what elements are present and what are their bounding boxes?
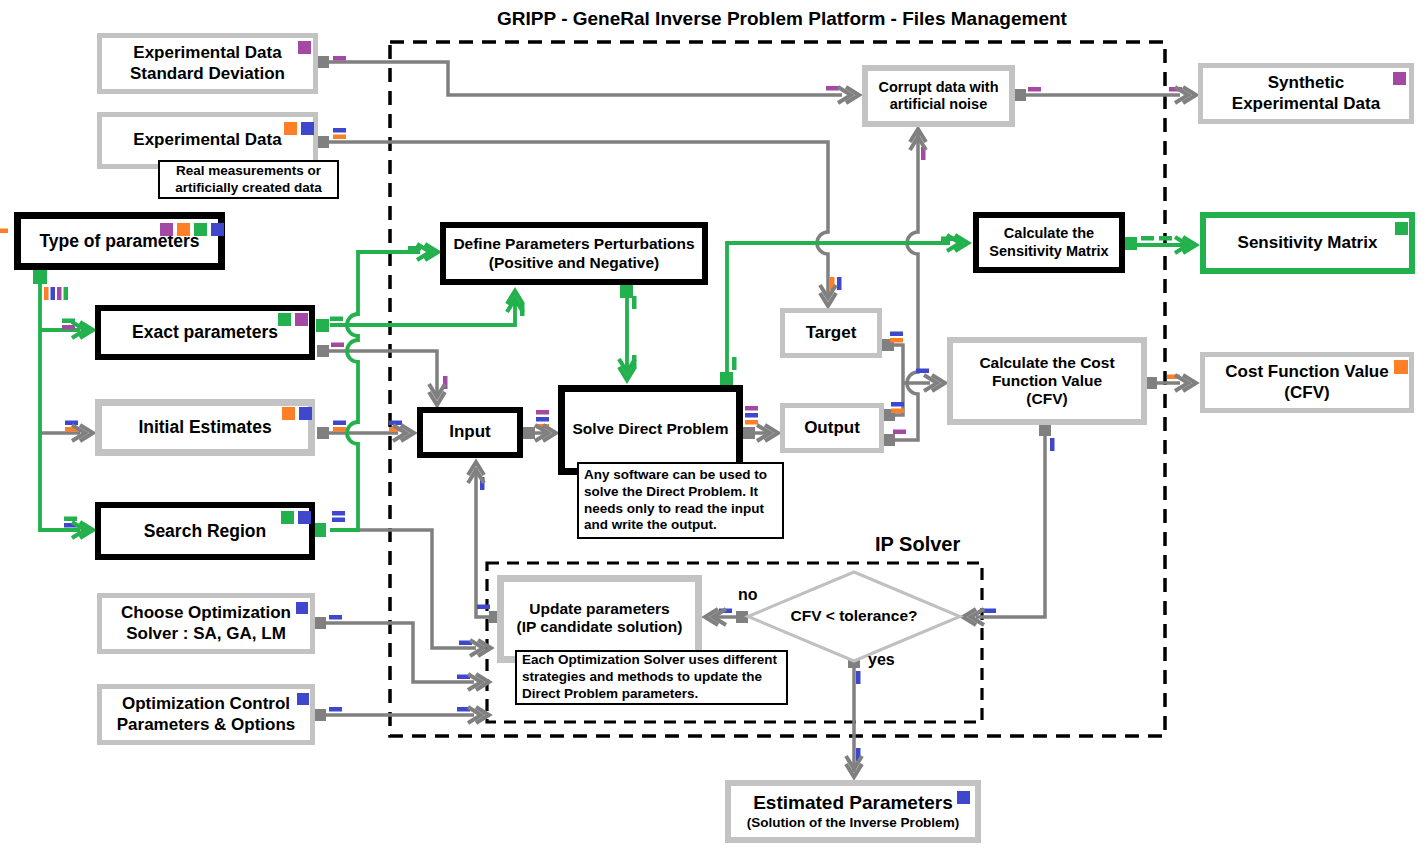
file-tick-green [632, 296, 637, 309]
node-label: Experimental Data Standard Deviation [130, 43, 285, 83]
file-dash-orange [745, 420, 758, 425]
file-dash-blue [536, 417, 549, 422]
file-square-blue [211, 223, 224, 236]
node-experimental-data-std: Experimental Data Standard Deviation [97, 33, 318, 94]
node-label: Synthetic Experimental Data [1232, 73, 1380, 113]
wire-update-input [476, 468, 497, 617]
file-square-orange [282, 407, 295, 420]
decision-yes-label: yes [868, 651, 895, 669]
file-tick-orange [44, 287, 49, 300]
node-sublabel: (Solution of the Inverse Problem) [747, 815, 959, 831]
file-square-green [194, 223, 207, 236]
wire-chooseopt-ipsolver [326, 623, 474, 682]
node-input: Input [417, 407, 523, 458]
node-label: Choose Optimization Solver : SA, GA, LM [121, 603, 291, 643]
file-dash-purple [893, 430, 906, 435]
wire-expstd-corrupt [329, 62, 842, 95]
file-dash-blue [916, 369, 929, 374]
file-square-green [281, 511, 294, 524]
decision-no-label: no [738, 586, 758, 604]
node-define-perturbations: Define Parameters Perturbations (Positiv… [440, 222, 708, 285]
file-square-blue [957, 791, 970, 804]
node-label: Calculate the Sensitivity Matrix [989, 225, 1108, 259]
file-tick-purple [57, 287, 62, 300]
file-dash-blue [745, 413, 758, 418]
port-stub [743, 427, 755, 439]
node-sensitivity-matrix: Sensitivity Matrix [1200, 212, 1415, 274]
note-solve-direct-problem: Any software can be used to solve the Di… [577, 462, 784, 539]
node-label: Optimization Control Parameters & Option… [117, 694, 296, 734]
file-tick-blue [856, 671, 861, 684]
file-square-blue [297, 693, 309, 705]
port-stub [317, 56, 329, 68]
file-dash-purple [331, 343, 344, 348]
node-calculate-cfv: Calculate the Cost Function Value (CFV) [947, 337, 1147, 425]
file-square-purple [298, 41, 311, 54]
wire-calccfv-decision [976, 429, 1045, 617]
file-tick-blue [51, 287, 56, 300]
file-dash-blue [333, 128, 346, 133]
note-text: Real measurements or artificially create… [175, 163, 321, 197]
file-dash-purple [333, 56, 346, 61]
port-stub [317, 345, 329, 357]
file-square-green [278, 313, 291, 326]
port-stub [620, 285, 633, 298]
wire-searchregion-ipsolver [358, 530, 476, 648]
arrowhead [417, 244, 438, 260]
file-tick-green [64, 287, 69, 300]
file-square-blue [301, 122, 314, 135]
file-dash-blue [65, 421, 78, 426]
node-label: Update parameters (IP candidate solution… [517, 600, 683, 637]
file-square-purple [160, 223, 173, 236]
port-stub [1039, 424, 1051, 436]
file-square-green [1395, 222, 1408, 235]
file-dash-purple [826, 86, 839, 91]
file-dash-blue [890, 332, 903, 337]
decision-label: CFV < tolerance? [754, 607, 954, 625]
node-label: Search Region [144, 521, 267, 542]
node-label: Estimated Parameters [753, 792, 953, 814]
file-tick-blue [837, 277, 842, 290]
node-calculate-sensitivity-matrix: Calculate the Sensitivity Matrix [973, 212, 1125, 273]
port-stub [317, 427, 329, 439]
node-label: Calculate the Cost Function Value (CFV) [979, 354, 1114, 409]
arrowhead [947, 235, 968, 251]
node-label: Experimental Data [133, 130, 281, 150]
wire-output-corrupt [894, 131, 918, 440]
file-dash-purple [745, 406, 758, 411]
file-square-orange [284, 122, 297, 135]
node-label: Type of parameters [39, 231, 199, 252]
port-stub [883, 434, 895, 446]
node-label: Sensitivity Matrix [1238, 233, 1378, 253]
node-estimated-parameters: Estimated Parameters (Solution of the In… [725, 780, 981, 843]
file-dash-green [64, 517, 77, 522]
node-type-of-parameters: Type of parameters [14, 212, 225, 270]
file-dash-blue [329, 615, 342, 620]
note-experimental-data: Real measurements or artificially create… [158, 160, 339, 199]
file-dash-green [330, 317, 343, 322]
wire-target-merge [893, 345, 903, 383]
file-tick-green [732, 357, 737, 370]
node-label: Corrupt data with artificial noise [878, 79, 998, 113]
file-square-blue [299, 407, 312, 420]
node-cost-function-value: Cost Function Value (CFV) [1200, 352, 1414, 413]
port-stub [316, 319, 329, 332]
file-dash-purple [62, 325, 75, 330]
node-label: Initial Estimates [138, 417, 271, 438]
node-corrupt-data: Corrupt data with artificial noise [862, 65, 1015, 127]
note-text: Any software can be used to solve the Di… [584, 467, 767, 535]
port-stub [1124, 237, 1137, 250]
port-stub [523, 427, 535, 439]
node-target: Target [780, 308, 882, 358]
file-square-purple [1393, 72, 1406, 85]
node-label: Solve Direct Problem [573, 420, 729, 438]
note-text: Each Optimization Solver uses different … [522, 652, 777, 703]
port-stub [314, 617, 326, 629]
file-square-orange [1394, 360, 1408, 374]
port-stub [317, 136, 329, 148]
file-dash-blue [477, 605, 490, 610]
note-update-parameters: Each Optimization Solver uses different … [515, 650, 788, 705]
wire-searchregion-define [330, 252, 420, 530]
wire-exact-input [328, 351, 437, 396]
